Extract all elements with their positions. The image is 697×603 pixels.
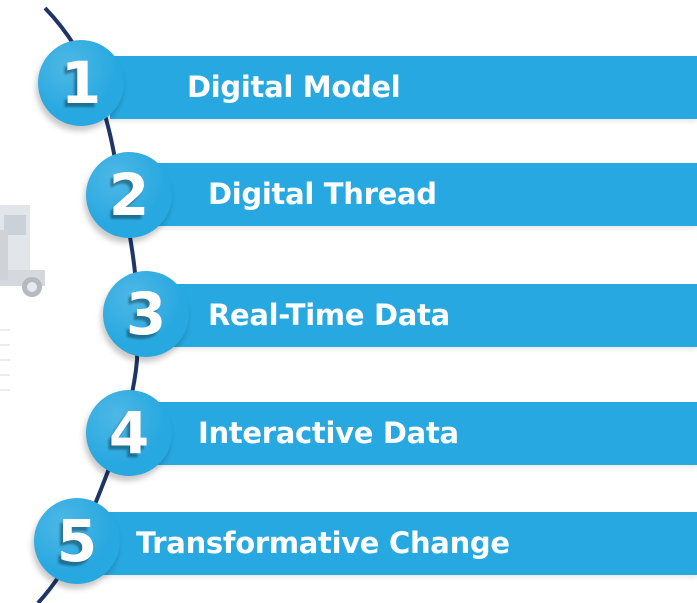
step-bar-1 <box>110 56 697 119</box>
step-label-5: Transformative Change <box>136 526 510 560</box>
truck-illustration <box>0 205 45 391</box>
step-bar-2 <box>150 163 697 226</box>
step-number-4: 4 <box>108 399 150 467</box>
step-number-3: 3 <box>125 280 167 348</box>
step-number-2: 2 <box>108 161 150 229</box>
step-badge-5: 5 <box>34 498 120 584</box>
step-label-3: Real-Time Data <box>208 298 450 332</box>
step-badge-3: 3 <box>103 271 189 357</box>
step-badge-1: 1 <box>38 40 124 126</box>
step-bar-3 <box>160 284 697 347</box>
step-label-4: Interactive Data <box>198 416 459 450</box>
step-number-1: 1 <box>60 49 102 117</box>
step-label-2: Digital Thread <box>208 177 437 211</box>
step-bar-4 <box>150 402 697 465</box>
step-bar-5 <box>100 512 697 575</box>
step-badge-2: 2 <box>86 152 172 238</box>
step-badge-4: 4 <box>86 390 172 476</box>
step-number-5: 5 <box>56 507 98 575</box>
step-label-1: Digital Model <box>187 70 401 104</box>
